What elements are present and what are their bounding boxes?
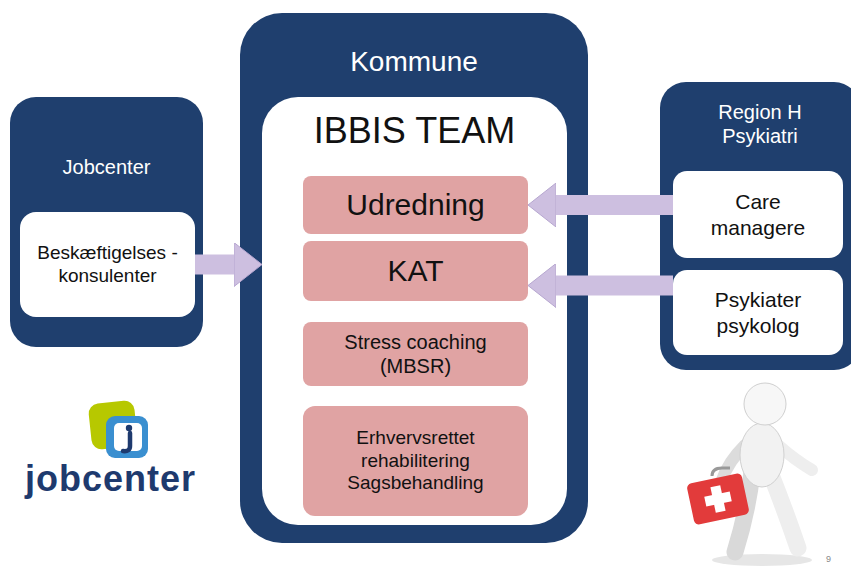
jobcenter-panel: JobcenterBeskæftigelses -konsulenter xyxy=(10,97,203,347)
role-box-fill xyxy=(673,171,843,258)
box-text: Stress coaching (MBSR) xyxy=(331,330,501,378)
role-box: Psykiater psykolog xyxy=(673,270,843,355)
role-box: Beskæftigelses -konsulenter xyxy=(20,212,195,317)
role-box-fill xyxy=(20,212,195,317)
team-panel-fill xyxy=(262,97,567,525)
doctor-figure xyxy=(686,383,812,566)
service-box: KAT xyxy=(303,241,528,301)
box-text: Care managere xyxy=(698,189,818,239)
block-arrow xyxy=(556,195,673,215)
box-text: Psykiater psykolog xyxy=(698,287,818,337)
block-arrow xyxy=(556,276,673,296)
service-box-fill xyxy=(303,406,528,516)
kommune-panel-fill xyxy=(240,13,588,543)
team-panel: IBBIS TEAM UdredningKAT Stress coaching (M… xyxy=(262,97,567,525)
role-box-fill xyxy=(673,270,843,355)
logo-wordmark: jobcenter xyxy=(25,458,196,500)
panel-heading: Kommune xyxy=(350,45,478,79)
panel-heading: IBBIS TEAM xyxy=(314,109,515,152)
service-box-fill xyxy=(303,176,528,234)
region-panel-fill xyxy=(660,82,851,370)
page-number: 9 xyxy=(826,554,831,564)
service-box-fill xyxy=(303,322,528,386)
kommune-panel: KommuneIBBIS TEAM UdredningKAT Stress coac… xyxy=(240,13,588,543)
box-text: KAT xyxy=(387,253,443,289)
box-text: Erhvervsrettet rehabilitering Sagsbehand… xyxy=(316,427,516,495)
service-box: Erhvervsrettet rehabilitering Sagsbehand… xyxy=(303,406,528,516)
service-box: Udredning xyxy=(303,176,528,234)
block-arrow xyxy=(195,255,234,275)
service-box-fill xyxy=(303,241,528,301)
jobcenter-panel-fill xyxy=(10,97,203,347)
role-box: Care managere xyxy=(673,171,843,258)
region-panel: Region H PsykiatriCare managerePsykiater… xyxy=(660,82,851,370)
box-text: Udredning xyxy=(346,187,484,223)
service-box: Stress coaching (MBSR) xyxy=(303,322,528,386)
panel-heading: Region H Psykiatri xyxy=(700,100,820,148)
box-text: Beskæftigelses -konsulenter xyxy=(28,242,188,288)
jobcenter-logo-icon xyxy=(88,400,148,458)
panel-heading: Jobcenter xyxy=(63,155,151,179)
